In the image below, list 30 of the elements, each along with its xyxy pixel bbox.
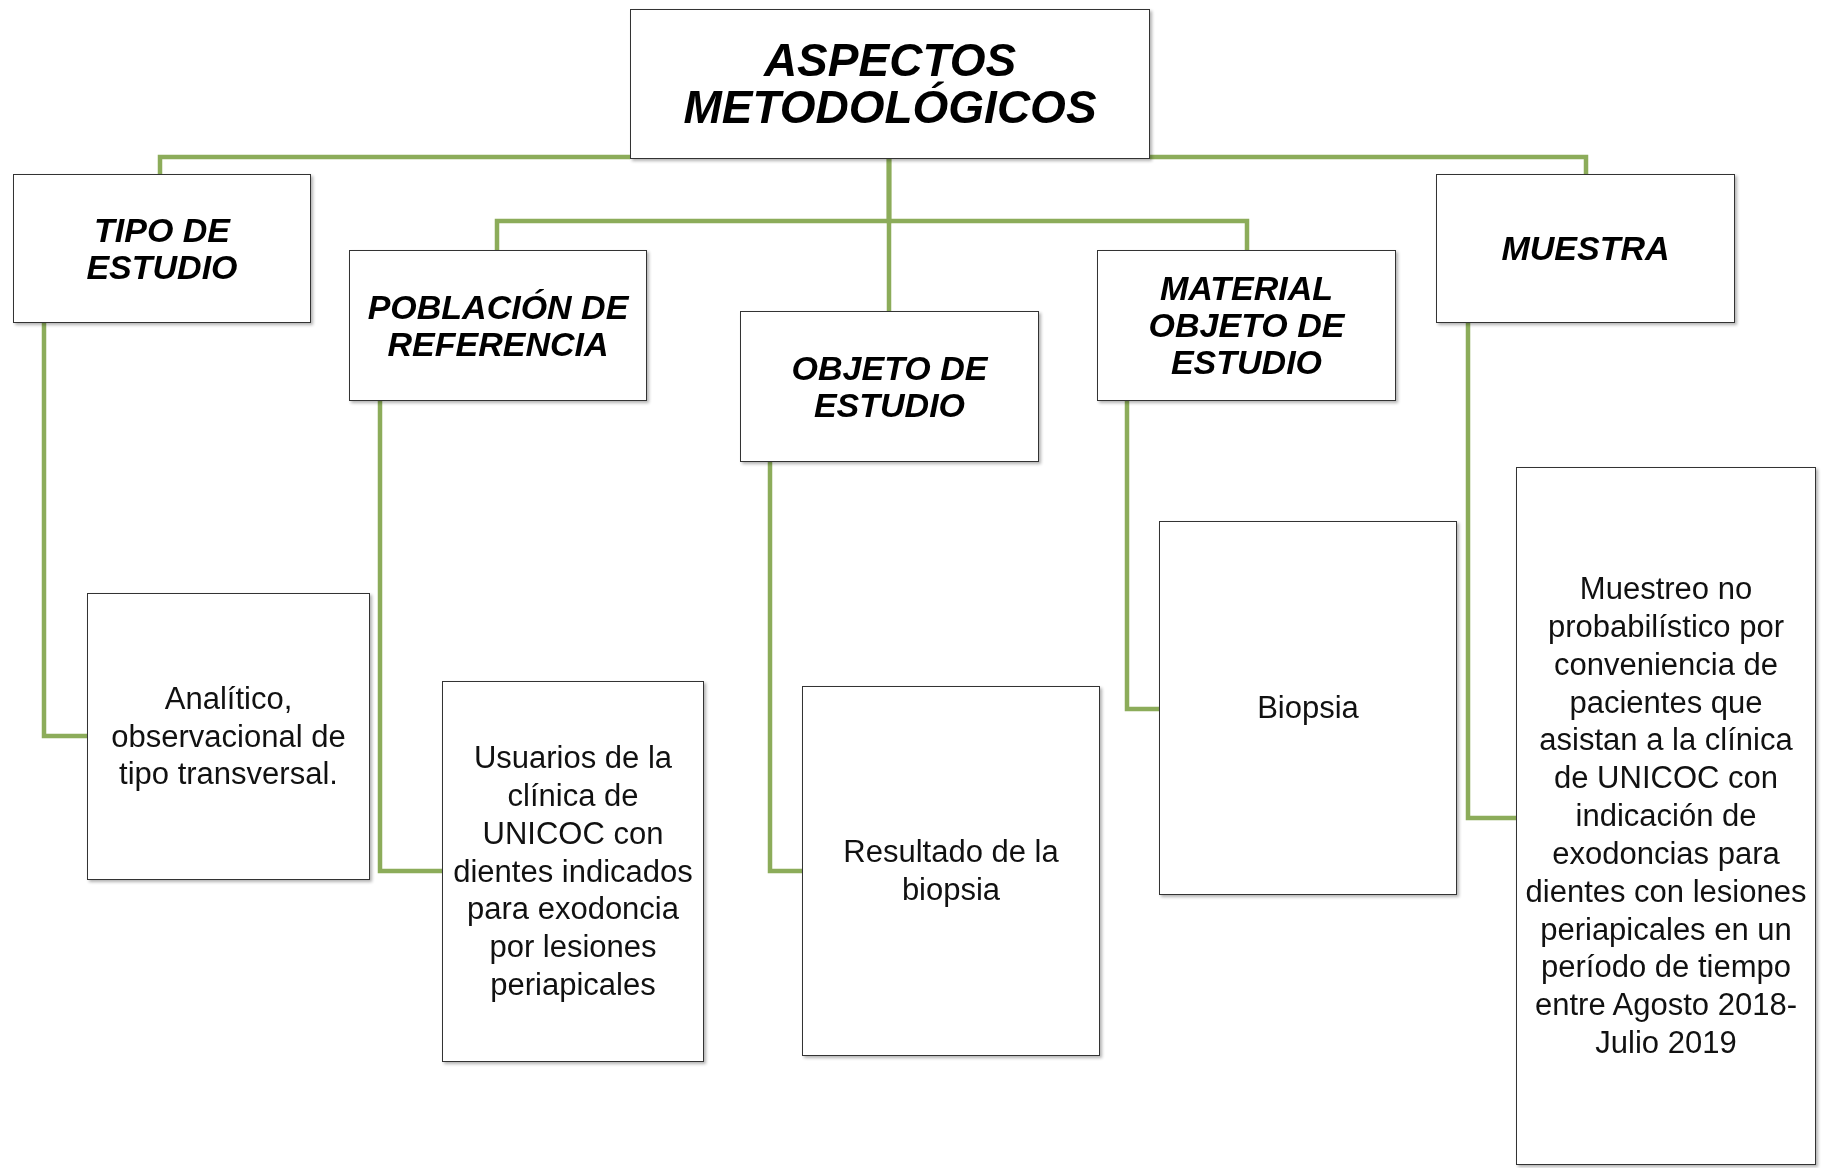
content-box xyxy=(1159,521,1457,895)
heading-text: TIPO DE ESTUDIO xyxy=(85,211,239,286)
box-text: Usuarios de la clínica de UNICOC con dientes indicados para exodoncia por lesiones periapicales xyxy=(452,739,694,1004)
heading-box xyxy=(740,311,1039,462)
heading-text: ASPECTOS METODOLÓGICOS xyxy=(682,37,1098,131)
content-box xyxy=(442,681,704,1062)
box-text: Analítico, observacional de tipo transversal. xyxy=(110,679,347,794)
content-box xyxy=(87,593,370,880)
content-box xyxy=(1516,467,1816,1165)
connector-line xyxy=(377,401,442,874)
connector-line xyxy=(1124,401,1159,712)
heading-box xyxy=(630,9,1150,159)
heading-box xyxy=(1097,250,1396,401)
connector-line xyxy=(1465,323,1516,821)
heading-text: MATERIAL OBJETO DE ESTUDIO xyxy=(1147,270,1347,381)
connector-line xyxy=(886,159,1250,250)
heading-box xyxy=(13,174,311,323)
heading-box xyxy=(1436,174,1735,323)
box-text: Resultado de la biopsia xyxy=(842,833,1060,909)
box-text: Muestreo no probabilístico por conveniencia de pacientes que asistan a la clínica de UNICOC con indicación de exodoncias para dientes con lesiones periapicales en un período de tiempo entre Agosto 2018- Julio 2019 xyxy=(1524,570,1808,1062)
heading-text: OBJETO DE ESTUDIO xyxy=(790,349,990,424)
connector-line xyxy=(767,462,802,874)
connector-line xyxy=(157,154,630,174)
heading-box xyxy=(349,250,647,401)
box-text: Biopsia xyxy=(1257,689,1359,727)
connector-line xyxy=(1150,154,1589,174)
content-box xyxy=(802,686,1100,1056)
heading-text: MUESTRA xyxy=(1501,230,1670,267)
heading-text: POBLACIÓN DE REFERENCIA xyxy=(366,288,631,363)
connector-line xyxy=(41,323,87,739)
